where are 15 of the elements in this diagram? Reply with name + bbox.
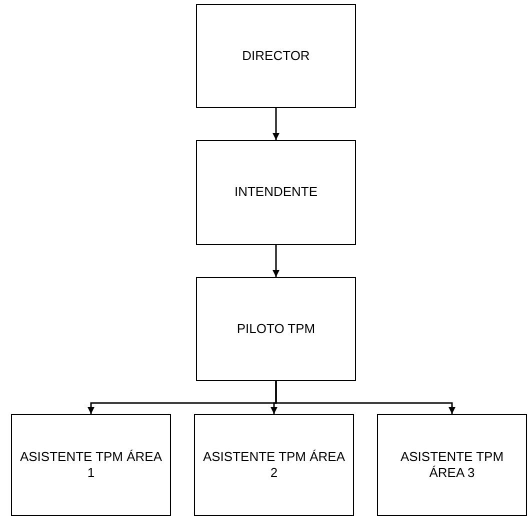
connector-arrow <box>272 245 280 277</box>
connector-arrow <box>275 381 456 414</box>
org-box <box>196 277 356 381</box>
role-title: ASISTENTE TPM ÁREA 3 <box>399 448 505 482</box>
org-box <box>194 414 354 516</box>
org-box <box>196 140 356 245</box>
role-title: DIRECTOR <box>242 48 310 64</box>
role-title: ASISTENTE TPM ÁREA 1 <box>18 448 164 482</box>
org-box <box>11 414 171 516</box>
role-title: PILOTO TPM <box>236 320 316 338</box>
role-title: ASISTENTE TPM ÁREA 2 <box>202 448 346 482</box>
role-title: INTENDENTE <box>234 184 318 201</box>
org-box <box>377 414 527 516</box>
connector-arrow <box>272 108 280 140</box>
org-box <box>196 4 356 108</box>
